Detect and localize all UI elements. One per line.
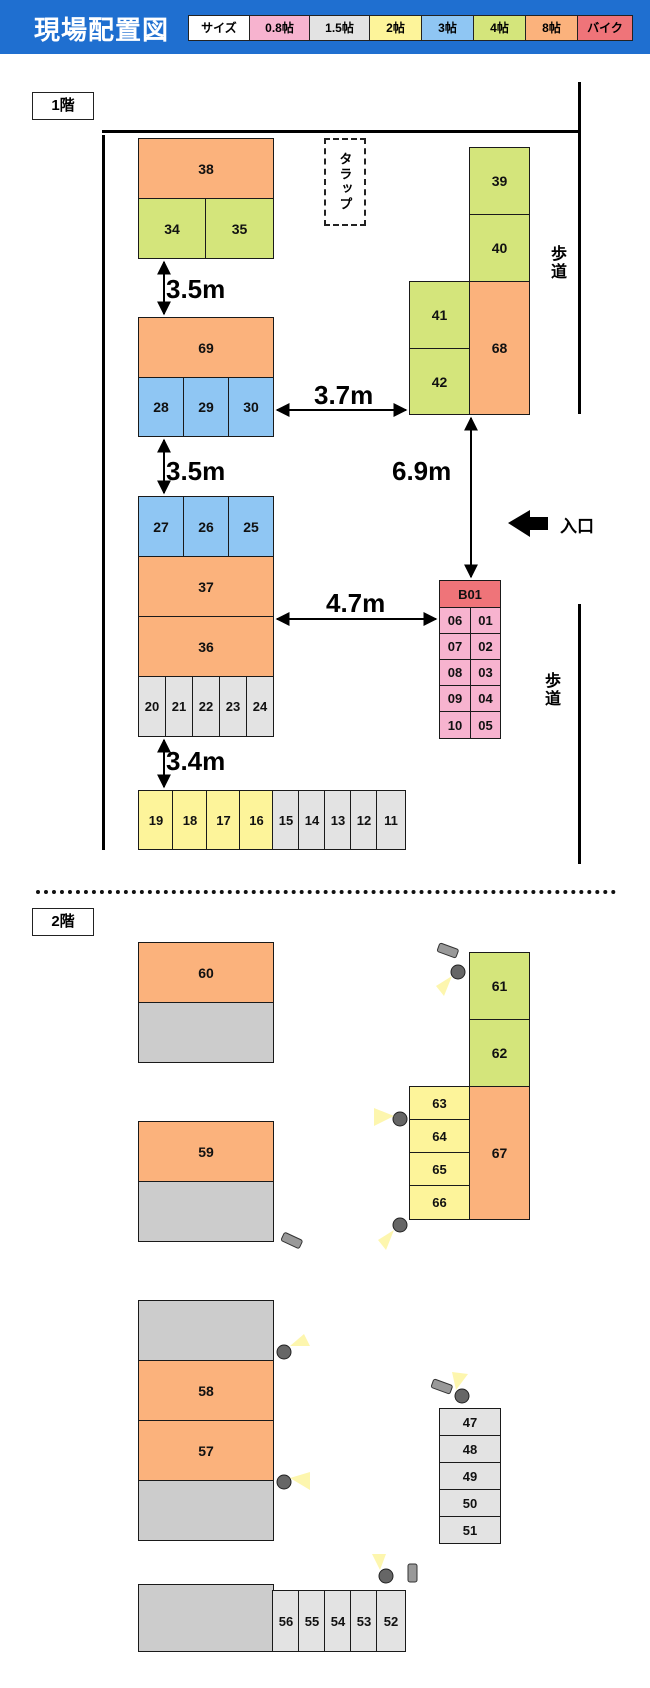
unit-60[interactable]: 60 xyxy=(138,942,274,1003)
unit-27[interactable]: 27 xyxy=(138,496,184,557)
unit-64[interactable]: 64 xyxy=(409,1119,470,1153)
page-title: 現場配置図 xyxy=(34,15,170,45)
unit-66[interactable]: 66 xyxy=(409,1185,470,1220)
unit-25[interactable]: 25 xyxy=(228,496,274,557)
unit-38[interactable]: 38 xyxy=(138,138,274,199)
unit-18[interactable]: 18 xyxy=(172,790,208,850)
spotlight-icon xyxy=(452,1372,470,1404)
tarp-area: タラップ xyxy=(324,138,366,226)
unit-62[interactable]: 62 xyxy=(469,1019,530,1087)
unit-37[interactable]: 37 xyxy=(138,556,274,617)
unit-59[interactable]: 59 xyxy=(138,1121,274,1182)
unit-11[interactable]: 11 xyxy=(376,790,406,850)
floor-1-label: 1階 xyxy=(32,92,94,120)
unit-68[interactable]: 68 xyxy=(469,281,530,415)
camera-icon xyxy=(430,1378,453,1395)
spotlight-icon xyxy=(372,1554,394,1584)
legend-0.8: 0.8帖 xyxy=(249,16,309,40)
unit-24[interactable]: 24 xyxy=(246,676,274,737)
legend-8: 8帖 xyxy=(525,16,577,40)
unit-56[interactable]: 56 xyxy=(272,1590,300,1652)
unit-53[interactable]: 53 xyxy=(350,1590,378,1652)
unit-36[interactable]: 36 xyxy=(138,616,274,677)
spotlight-icon xyxy=(374,1108,408,1127)
unit-01[interactable]: 01 xyxy=(470,607,501,634)
wall-right-top xyxy=(578,82,581,414)
camera-icon xyxy=(407,1563,418,1583)
unit-19[interactable]: 19 xyxy=(138,790,174,850)
unit-29[interactable]: 29 xyxy=(183,377,229,437)
camera-icon xyxy=(280,1232,303,1249)
unit-69[interactable]: 69 xyxy=(138,317,274,378)
unit-14[interactable]: 14 xyxy=(298,790,326,850)
floor-separator xyxy=(36,890,616,894)
distance-4: 6.9m xyxy=(392,456,452,486)
distance-6: 3.4m xyxy=(166,746,226,776)
spotlight-icon xyxy=(276,1472,310,1490)
unit-42[interactable]: 42 xyxy=(409,348,470,415)
unit-50[interactable]: 50 xyxy=(439,1489,501,1517)
unit-54[interactable]: 54 xyxy=(324,1590,352,1652)
entrance-label: 入口 xyxy=(560,517,594,536)
gray-block-60 xyxy=(138,1002,274,1063)
unit-03[interactable]: 03 xyxy=(470,659,501,686)
unit-05[interactable]: 05 xyxy=(470,711,501,739)
wall-top xyxy=(102,130,580,133)
distance-1: 3.5m xyxy=(166,274,226,304)
unit-04[interactable]: 04 xyxy=(470,685,501,712)
spotlight-icon xyxy=(276,1334,310,1360)
unit-17[interactable]: 17 xyxy=(206,790,241,850)
legend-2: 2帖 xyxy=(369,16,421,40)
sidewalk-bottom: 歩道 xyxy=(542,672,559,708)
unit-09[interactable]: 09 xyxy=(439,685,471,712)
unit-40[interactable]: 40 xyxy=(469,214,530,282)
legend-size: サイズ xyxy=(189,16,249,40)
gray-block-59 xyxy=(138,1181,274,1242)
unit-67[interactable]: 67 xyxy=(469,1086,530,1220)
spotlight-icon xyxy=(378,1217,408,1250)
spotlight-icon xyxy=(436,964,466,996)
wall-right-bottom xyxy=(578,604,581,864)
unit-22[interactable]: 22 xyxy=(192,676,220,737)
unit-20[interactable]: 20 xyxy=(138,676,166,737)
unit-02[interactable]: 02 xyxy=(470,633,501,660)
entrance-arrow xyxy=(508,510,548,537)
legend-1.5: 1.5帖 xyxy=(309,16,369,40)
unit-23[interactable]: 23 xyxy=(219,676,247,737)
floor-2-label: 2階 xyxy=(32,908,94,936)
gray-block-57-bottom xyxy=(138,1480,274,1541)
wall-left xyxy=(102,135,105,850)
gray-block-bottom xyxy=(138,1584,274,1652)
unit-57[interactable]: 57 xyxy=(138,1420,274,1481)
unit-52[interactable]: 52 xyxy=(376,1590,406,1652)
legend-bike: バイク xyxy=(577,16,632,40)
legend-4: 4帖 xyxy=(473,16,525,40)
size-legend: サイズ 0.8帖 1.5帖 2帖 3帖 4帖 8帖 バイク xyxy=(188,15,633,41)
unit-61[interactable]: 61 xyxy=(469,952,530,1020)
distance-3: 3.5m xyxy=(166,456,226,486)
unit-58[interactable]: 58 xyxy=(138,1360,274,1421)
unit-30[interactable]: 30 xyxy=(228,377,274,437)
unit-63[interactable]: 63 xyxy=(409,1086,470,1120)
unit-35[interactable]: 35 xyxy=(205,198,274,259)
camera-icon xyxy=(436,942,459,959)
unit-48[interactable]: 48 xyxy=(439,1435,501,1463)
sidewalk-top: 歩道 xyxy=(548,245,565,281)
unit-12[interactable]: 12 xyxy=(350,790,378,850)
legend-3: 3帖 xyxy=(421,16,473,40)
unit-51[interactable]: 51 xyxy=(439,1516,501,1544)
